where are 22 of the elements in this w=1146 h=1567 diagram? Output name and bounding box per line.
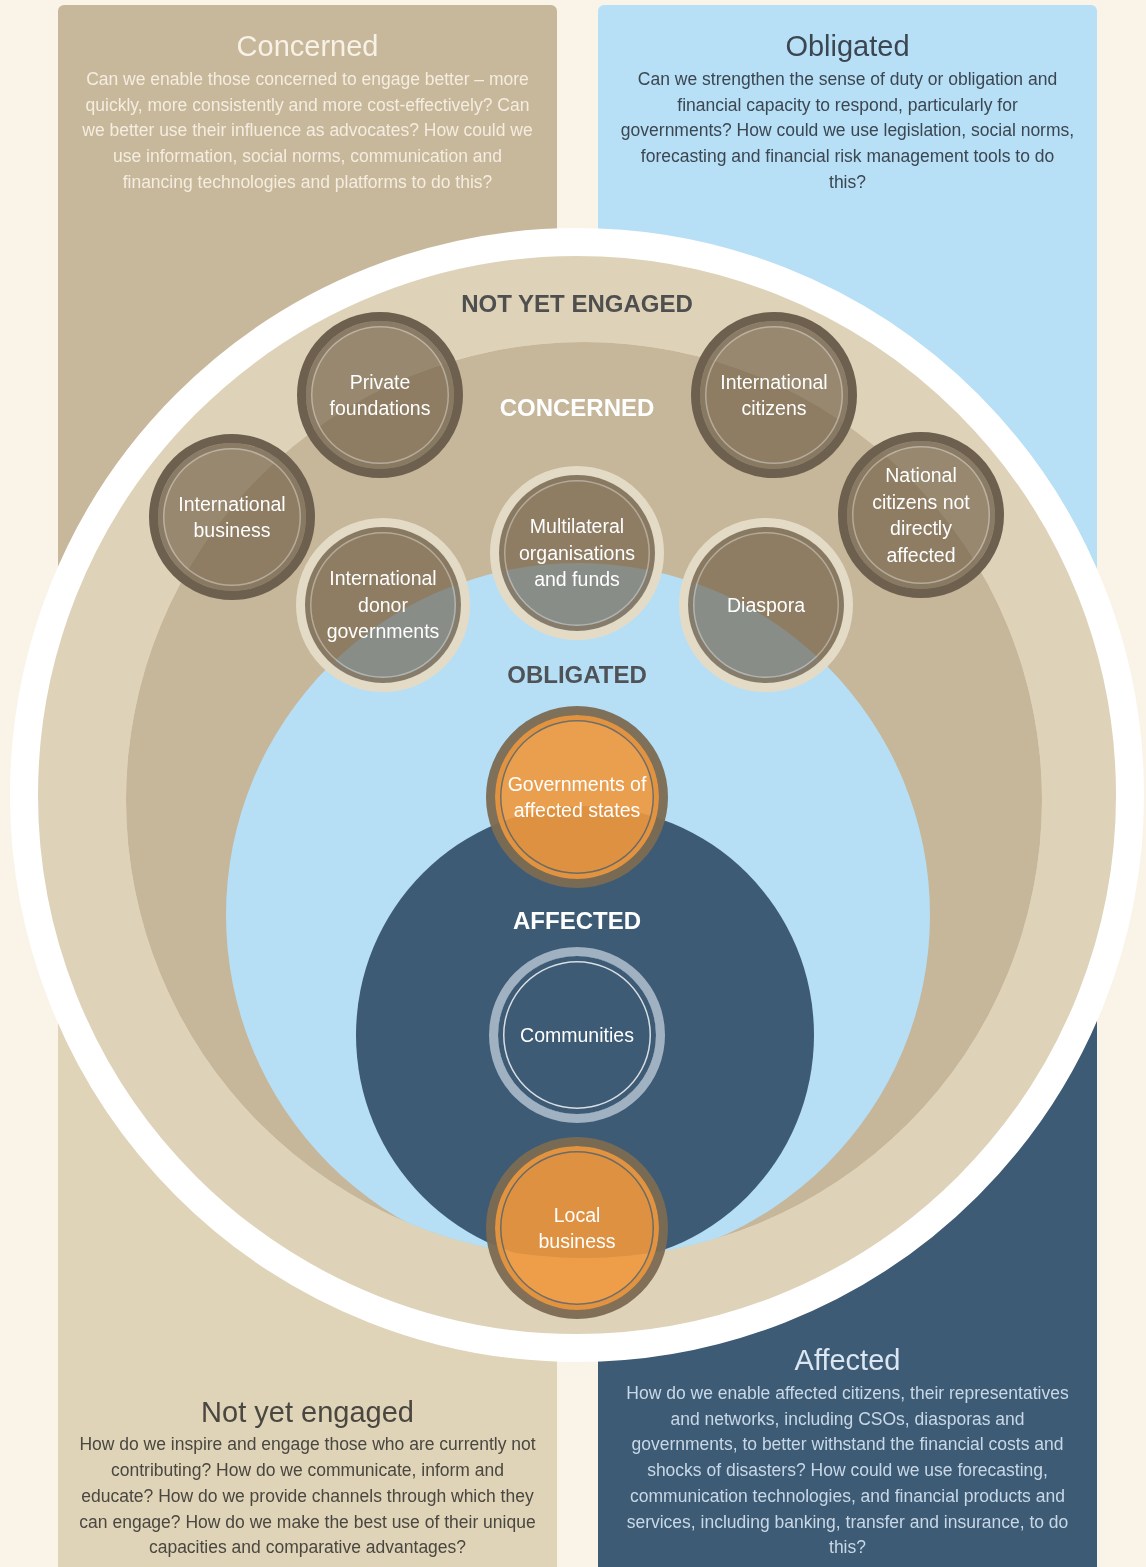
panel-text: How do we inspire and engage those who are currently not contributing? How do we communicate, inform and educate? How do we provide channels through which they can engage? How do we make the best use of their unique capacities and comparative advantages? <box>78 1433 537 1560</box>
circle-label: International citizens <box>719 369 829 421</box>
circle-label: Local business <box>537 1202 617 1254</box>
panel-heading: Affected <box>794 1345 901 1378</box>
panel-text: Can we strengthen the sense of duty or obligation and financial capacity to respond, particularly for governments? How could we use legislation, social norms, forecasting and financial risk management tools to do this? <box>620 67 1075 194</box>
panel-heading: Obligated <box>785 31 910 63</box>
circle-label: Private foundations <box>328 369 432 421</box>
circle-label: Multilateral organisations and funds <box>518 514 636 593</box>
circle-label: International business <box>177 491 287 543</box>
circle-label: Communities <box>519 1022 635 1048</box>
panel-text: Can we enable those concerned to engage better – more quickly, more consistently and more cost-effectively? Can we better use their influence as advocates? How could we use information, social norms, communication and financing technologies and platforms to do this? <box>81 67 534 194</box>
circle-label: International donor governments <box>325 566 441 645</box>
panel-heading: Not yet engaged <box>201 1396 414 1429</box>
circle-label: Governments of affected states <box>506 771 648 823</box>
circle-label: Diaspora <box>725 592 806 618</box>
region-label: CONCERNED <box>499 396 655 420</box>
region-label: OBLIGATED <box>507 663 647 687</box>
panel-text: How do we enable affected citizens, their representatives and networks, including CSOs, diasporas and governments, to better withstand the financial costs and shocks of disasters? How could we use forecasting, communication technologies, and financial products and services, including banking, transfer and insurance, to do this? <box>625 1382 1070 1560</box>
region-label: NOT YET ENGAGED <box>461 292 693 316</box>
region-label: AFFECTED <box>513 909 641 933</box>
panel-heading: Concerned <box>236 31 379 63</box>
circle-label: National citizens not directly affected <box>871 463 971 568</box>
